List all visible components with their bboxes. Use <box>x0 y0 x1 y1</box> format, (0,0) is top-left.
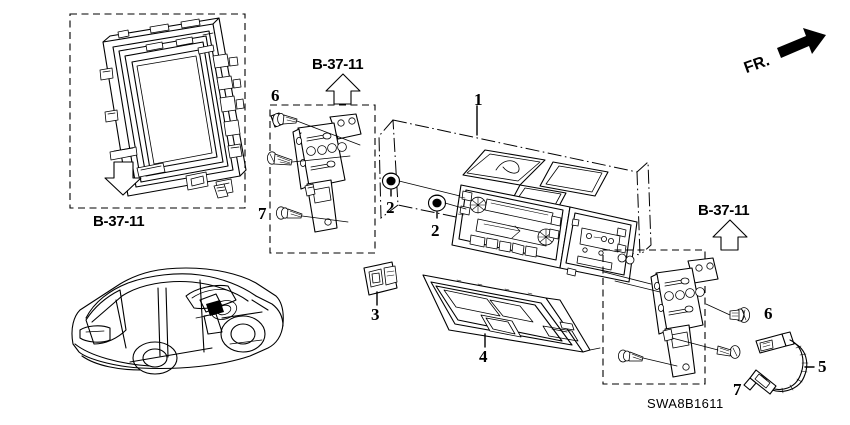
ref-label-top-mid[interactable]: B-37-11 <box>312 56 364 73</box>
callout-6b[interactable]: 6 <box>764 304 773 323</box>
callout-4[interactable]: 4 <box>479 347 488 366</box>
center-panel-garnish <box>422 274 601 353</box>
ref-label-top-left[interactable]: B-37-11 <box>93 213 145 230</box>
dashed-box-display-unit <box>69 13 246 209</box>
callout-2a[interactable]: 2 <box>386 198 395 217</box>
ref-label-right[interactable]: B-37-11 <box>698 202 750 219</box>
dashed-box-bracket-right <box>602 249 706 385</box>
mounting-bracket-left <box>292 113 362 233</box>
flange-bolt-right <box>729 307 751 323</box>
callout-2b[interactable]: 2 <box>431 221 440 240</box>
audio-unit <box>451 149 638 283</box>
callout-1[interactable]: 1 <box>474 90 483 109</box>
collar-bushing-b <box>427 194 447 212</box>
diagram-code-label: SWA8B1611 <box>647 396 724 411</box>
dashed-box-bracket-left <box>269 104 376 254</box>
ref-arrow-up-mid <box>325 73 361 105</box>
mounting-bracket-right <box>650 257 719 378</box>
tapping-screw-left <box>266 151 293 166</box>
audio-unit-outline <box>392 119 641 256</box>
flange-bolt-left-lower <box>275 206 303 220</box>
bracket-left-group <box>266 104 376 254</box>
collar-bushing-a <box>381 172 401 190</box>
navigation-display-unit <box>99 17 247 199</box>
callout-7a[interactable]: 7 <box>258 204 267 223</box>
fr-arrow-icon <box>777 28 826 58</box>
tapping-screw-right <box>716 345 741 359</box>
panel-switch <box>363 261 398 296</box>
vehicle-locator-illustration <box>71 267 284 375</box>
callout-5[interactable]: 5 <box>818 357 827 376</box>
bracket-right-group <box>602 249 751 385</box>
ref-arrow-up-right <box>712 219 748 251</box>
callout-6a[interactable]: 6 <box>271 86 280 105</box>
flange-bolt-left <box>270 112 298 128</box>
callout-3[interactable]: 3 <box>371 305 380 324</box>
display-unit-group <box>69 13 247 209</box>
audio-unit-group <box>378 119 652 283</box>
connector-jumper-cable <box>743 331 809 395</box>
flange-bolt-right-lower <box>618 349 644 363</box>
ref-arrow-down-left <box>104 161 142 196</box>
callout-7b[interactable]: 7 <box>733 380 742 399</box>
